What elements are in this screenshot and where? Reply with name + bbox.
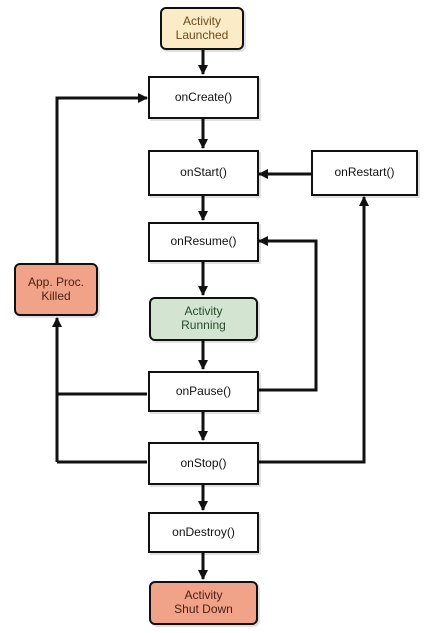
node-on-stop: onStop() (148, 442, 259, 485)
edge-killed-to-oncreate (55, 93, 148, 263)
edge-onpause-to-onresume (258, 236, 318, 392)
node-activity-running: Activity Running (149, 297, 258, 341)
node-on-start: onStart() (148, 150, 259, 196)
edge-onstop-to-onrestart (259, 196, 369, 464)
node-on-restart: onRestart() (311, 150, 418, 196)
node-on-pause: onPause() (148, 371, 259, 412)
node-activity-launched: Activity Launched (160, 7, 244, 50)
node-on-create: onCreate() (148, 76, 259, 119)
edge-onpause-to-killed (52, 317, 147, 396)
node-on-destroy: onDestroy() (148, 512, 259, 553)
node-app-proc-killed: App. Proc. Killed (14, 263, 98, 316)
node-activity-shut-down: Activity Shut Down (149, 581, 258, 625)
node-on-resume: onResume() (148, 222, 259, 262)
